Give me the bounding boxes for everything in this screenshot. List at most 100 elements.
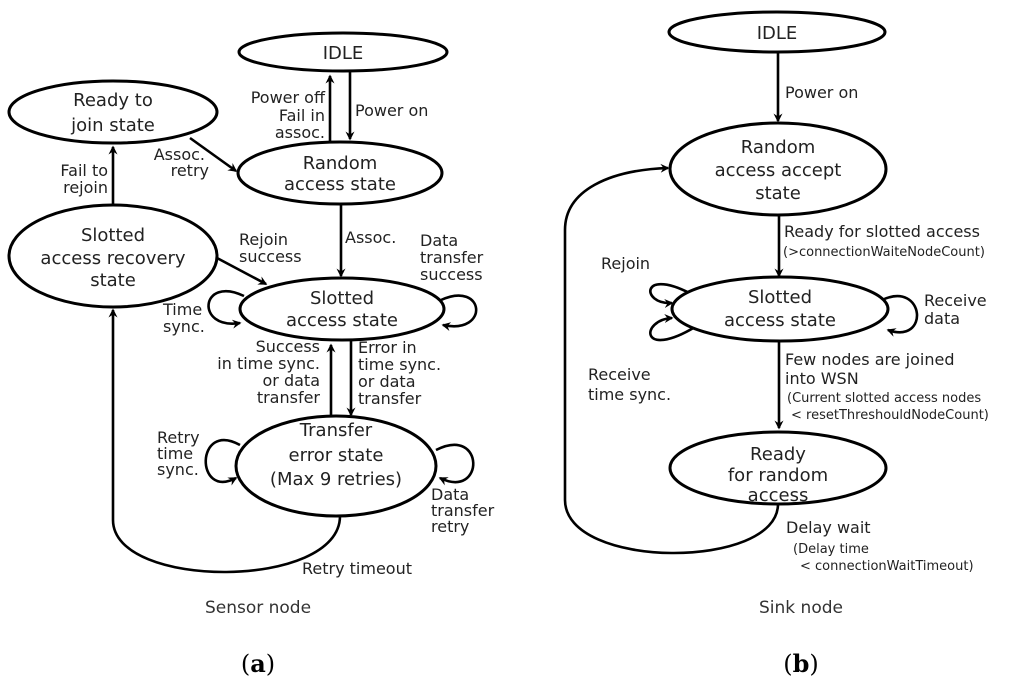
edge-b-slotted-loop-rejoin <box>649 282 696 308</box>
state-label: IDLE <box>323 43 364 64</box>
transition-label: or data <box>358 372 416 391</box>
transition-label: Rejoin <box>239 230 288 249</box>
label-a-error-sync-data: Error in time sync. or data transfer <box>358 338 441 408</box>
transition-label: retry <box>171 161 209 180</box>
state-label: Slotted <box>81 225 145 246</box>
label-b-receive-data: Receive data <box>924 291 987 328</box>
label-a-data-transfer-success: Data transfer success <box>420 231 484 284</box>
state-label: Transfer <box>299 420 373 441</box>
state-label: Random <box>741 137 816 158</box>
transition-label: into WSN <box>785 369 859 388</box>
panel-a-sensor-node: IDLE Ready to join state Random access s… <box>7 31 495 678</box>
state-label: Ready to <box>73 90 153 111</box>
label-a-fail-to-rejoin: Fail to rejoin <box>60 161 108 197</box>
edge-a-error-loop-data-retry <box>435 443 475 486</box>
transition-label: in time sync. <box>217 354 320 373</box>
panel-a-caption: Sensor node <box>205 598 311 618</box>
panel-a-subfigure-label: (a) <box>241 649 275 678</box>
transition-label: Fail to <box>60 161 108 180</box>
edge-a-error-loop-retry-sync <box>204 438 241 486</box>
transition-label: Receive <box>588 365 651 384</box>
edge-a-ready-to-random <box>189 136 238 173</box>
state-a-ready-to-join: Ready to join state <box>7 79 219 145</box>
transition-label: time sync. <box>358 355 441 374</box>
label-b-rejoin: Rejoin <box>601 254 650 273</box>
state-label: access recovery <box>40 248 185 269</box>
edge-a-slotted-loop-time-sync <box>207 289 245 329</box>
panel-b-subfigure-label: (b) <box>783 649 819 678</box>
transition-label: Few nodes are joined <box>785 350 954 369</box>
edge-a-error-to-recovery <box>108 308 342 574</box>
transition-condition: (Current slotted access nodes <box>787 391 981 406</box>
transition-label: Time <box>162 300 202 319</box>
transition-label: assoc. <box>275 123 325 142</box>
transition-label: rejoin <box>63 178 108 197</box>
transition-label: transfer <box>257 388 321 407</box>
edge-b-ready-random-to-random-accept <box>563 163 780 555</box>
state-label: (Max 9 retries) <box>270 469 402 490</box>
transition-label: transfer <box>358 389 422 408</box>
panel-b-caption: Sink node <box>759 598 843 618</box>
transition-label: transfer <box>420 248 484 267</box>
label-b-ready-for-slotted: Ready for slotted access (>connectionWai… <box>783 222 985 260</box>
transition-label: Retry <box>157 428 200 447</box>
label-b-power-on: Power on <box>785 83 858 102</box>
transition-condition: (Delay time <box>793 542 869 557</box>
label-a-power-off-fail: Power off Fail in assoc. <box>251 88 326 142</box>
state-label: state <box>90 270 136 291</box>
transition-label: Data <box>420 231 458 250</box>
transition-condition: < resetThreshouldNodeCount) <box>791 408 989 423</box>
state-a-slotted-access: Slotted access state <box>238 276 446 342</box>
transition-label: time sync. <box>588 385 671 404</box>
label-a-rejoin-success: Rejoin success <box>239 230 302 266</box>
state-label: join state <box>70 115 155 136</box>
transition-label: Fail in <box>279 106 325 125</box>
transition-condition: < connectionWaitTimeout) <box>800 559 974 574</box>
state-a-idle: IDLE <box>237 31 449 73</box>
transition-label: success <box>420 265 483 284</box>
state-a-transfer-error: Transfer error state (Max 9 retries) <box>234 414 438 518</box>
subfigure-letter: a <box>250 649 266 678</box>
subfigure-letter: b <box>793 649 810 678</box>
state-label: IDLE <box>757 23 798 44</box>
label-a-assoc-retry: Assoc. retry <box>154 145 209 180</box>
panel-b-sink-node: IDLE Random access accept state Slotted … <box>563 10 989 678</box>
transition-label: Receive <box>924 291 987 310</box>
transition-label: Error in <box>358 338 417 357</box>
label-a-retry-timeout: Retry timeout <box>302 559 412 578</box>
transition-label: Success <box>256 337 320 356</box>
transition-label: sync. <box>157 460 199 479</box>
state-label: access <box>748 485 809 506</box>
label-a-retry-time-sync: Retry time sync. <box>157 428 200 479</box>
state-a-random-access: Random access state <box>236 140 444 206</box>
edge-a-recovery-to-slotted <box>216 256 268 286</box>
state-b-ready-random: Ready for random access <box>668 430 888 506</box>
transition-label: retry <box>431 517 469 536</box>
transition-label: Ready for slotted access <box>784 222 980 241</box>
state-b-idle: IDLE <box>667 10 887 54</box>
state-b-slotted-access: Slotted access state <box>670 275 890 343</box>
transition-label: Power off <box>251 88 326 107</box>
state-label: Ready <box>750 444 806 465</box>
label-a-data-transfer-retry: Data transfer retry <box>431 485 495 536</box>
transition-label: Data <box>431 485 469 504</box>
transition-label: sync. <box>163 317 205 336</box>
state-label: for random <box>728 465 828 486</box>
label-a-assoc: Assoc. <box>345 228 396 247</box>
transition-label: success <box>239 247 302 266</box>
transition-label: Delay wait <box>786 518 871 537</box>
state-label: access state <box>284 174 396 195</box>
edge-a-slotted-loop-data-success <box>440 294 478 331</box>
transition-condition: (>connectionWaiteNodeCount) <box>783 245 985 260</box>
transition-label: transfer <box>431 501 495 520</box>
label-a-time-sync: Time sync. <box>162 300 205 336</box>
transition-label: data <box>924 309 960 328</box>
state-label: access state <box>724 310 836 331</box>
state-label: access state <box>286 310 398 331</box>
edge-b-slotted-loop-receive-sync <box>649 313 696 342</box>
state-b-random-accept: Random access accept state <box>668 121 888 217</box>
state-label: Slotted <box>748 287 812 308</box>
state-label: state <box>755 183 801 204</box>
label-a-power-on: Power on <box>355 101 428 120</box>
transition-label: or data <box>263 371 321 390</box>
